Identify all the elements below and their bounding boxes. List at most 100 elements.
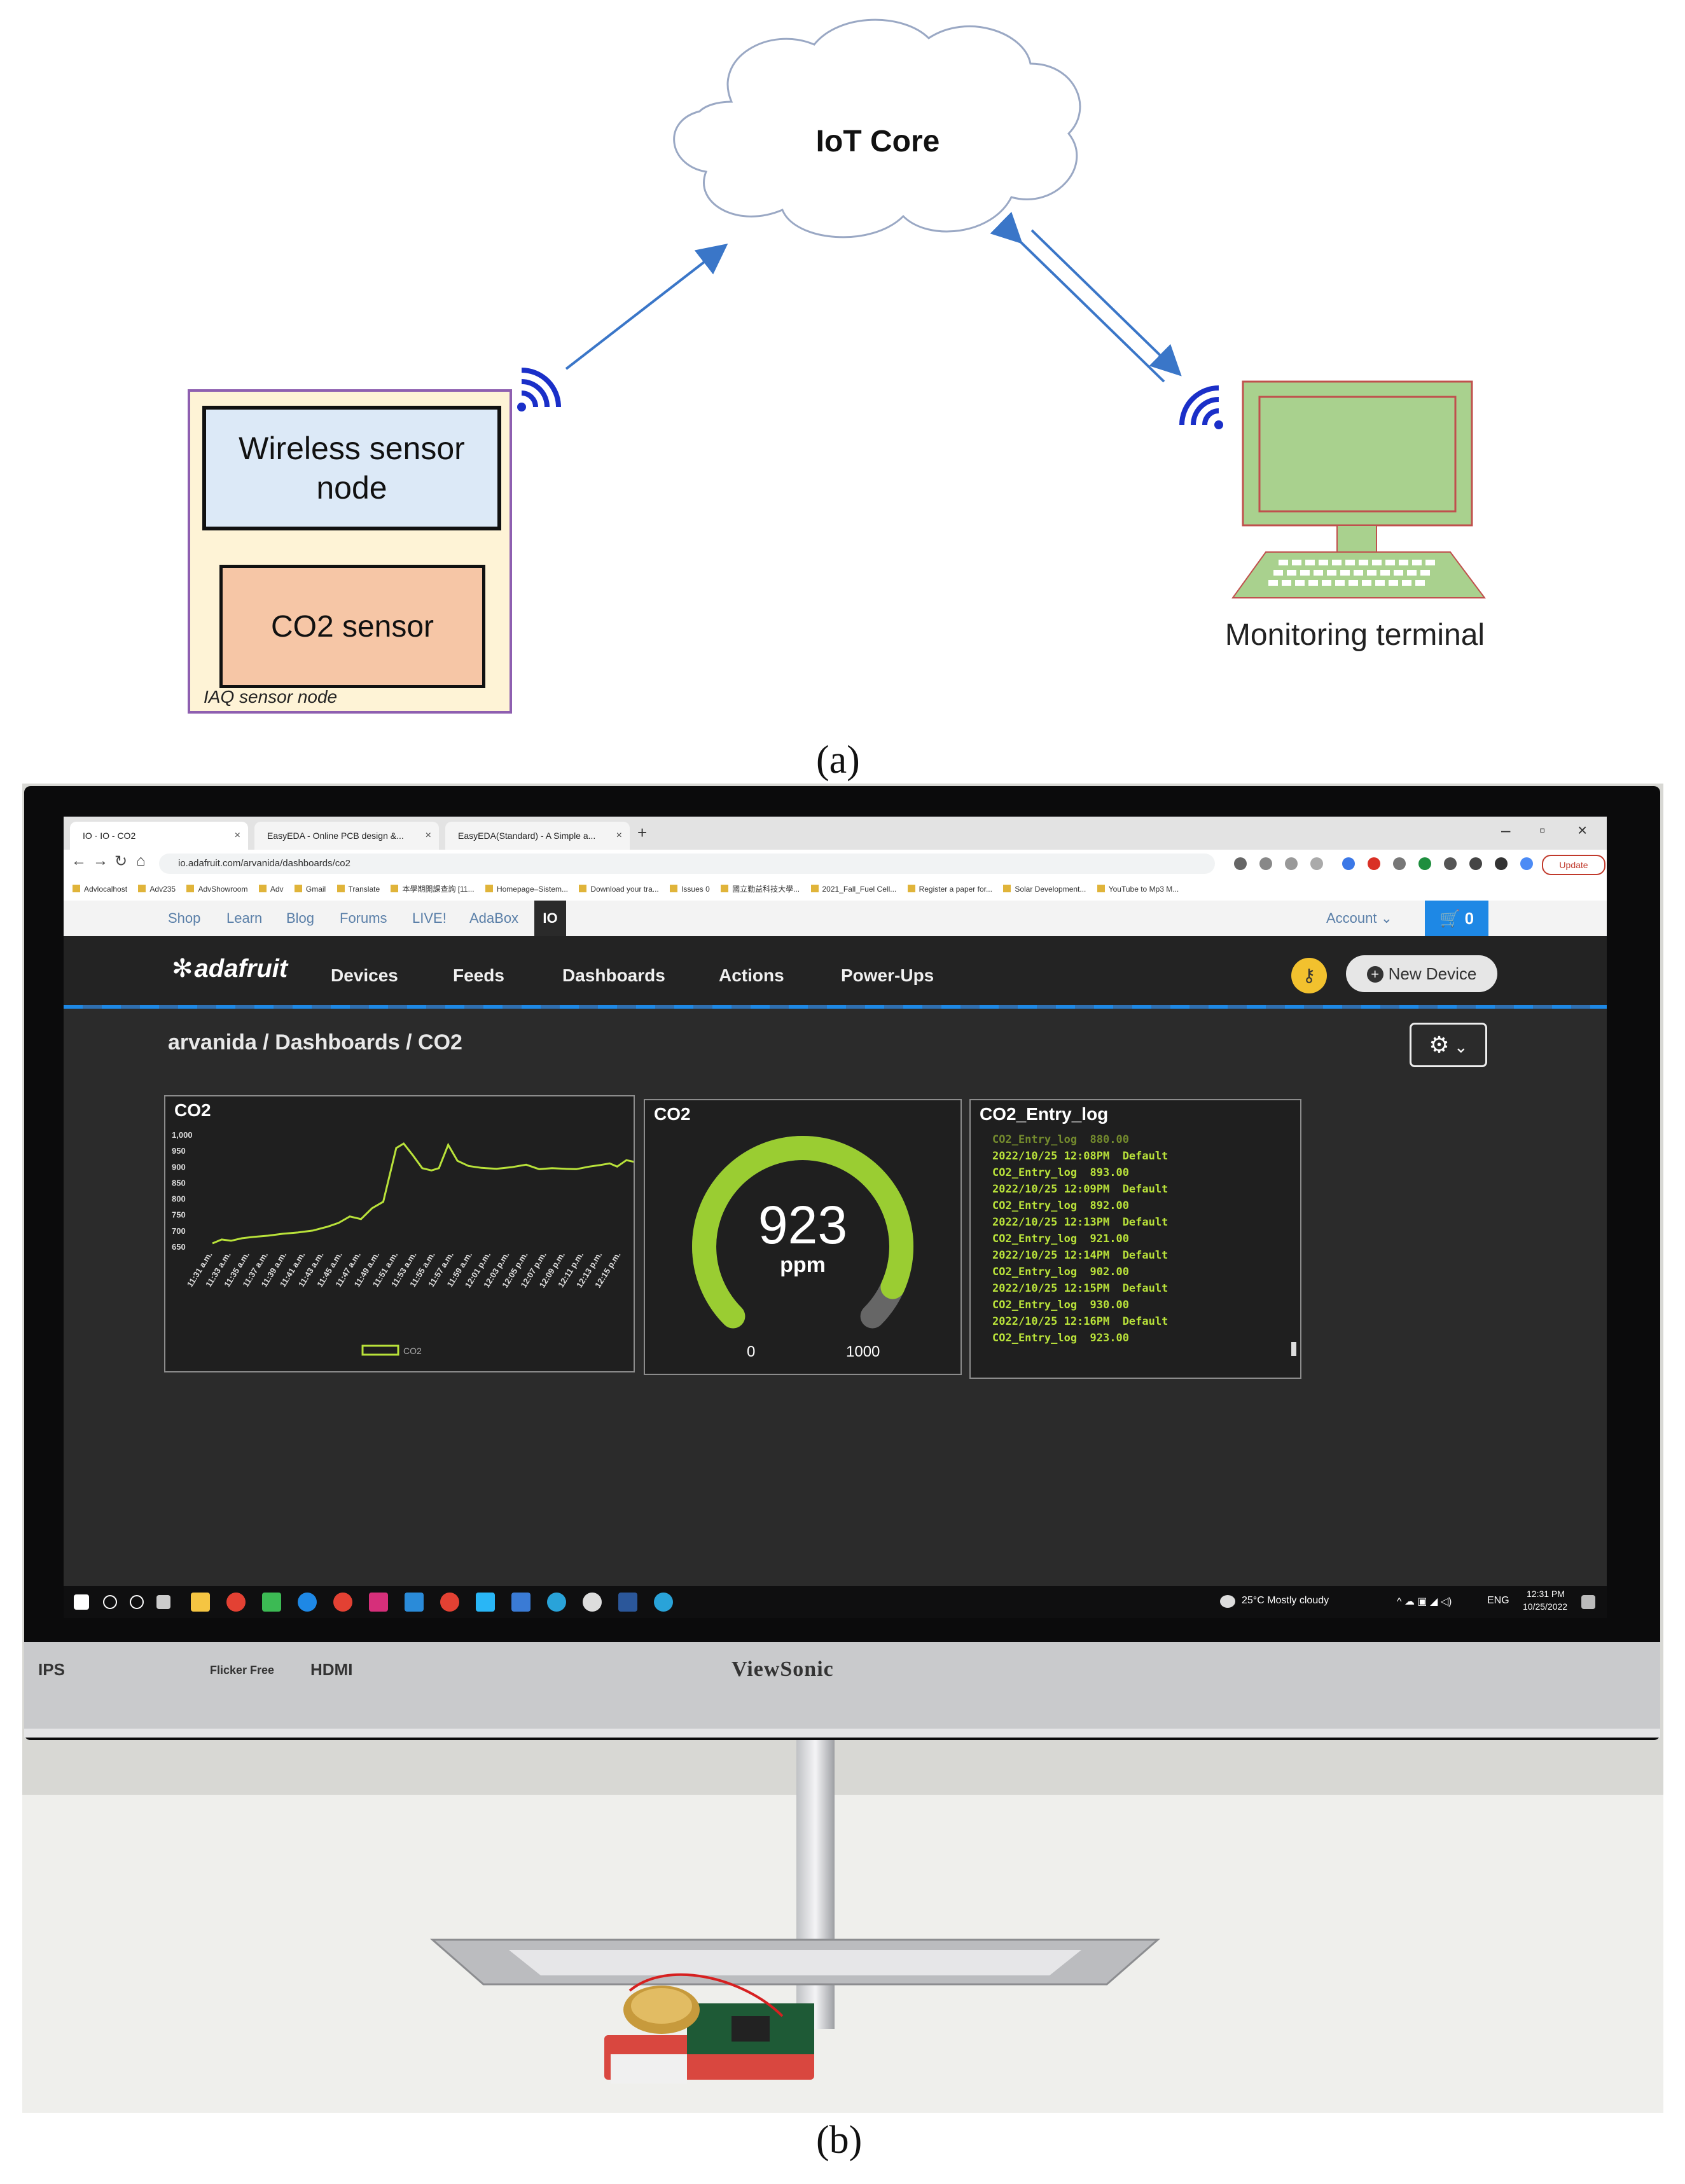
tab-easyeda-standard[interactable]: EasyEDA(Standard) - A Simple a... × [445,822,630,850]
log-scrollbar[interactable] [1291,1342,1296,1356]
app-icon[interactable] [511,1593,530,1612]
app-icon[interactable] [369,1593,388,1612]
bookmark-item[interactable]: Gmail [295,878,326,901]
cart-icon: 🛒 [1439,909,1460,928]
app-icon[interactable] [547,1593,566,1612]
notification-icon[interactable] [1581,1595,1595,1609]
bookmark-item[interactable]: YouTube to Mp3 M... [1097,878,1179,901]
bookmark-item[interactable]: 2021_Fall_Fuel Cell... [811,878,897,901]
sidepanel-icon[interactable] [1495,857,1508,870]
link-adabox[interactable]: AdaBox [469,910,519,926]
close-window-icon[interactable]: × [1578,820,1588,840]
extension-icon[interactable] [1418,857,1431,870]
extension-icon[interactable] [1393,857,1406,870]
bookmark-item[interactable]: Advlocalhost [73,878,127,901]
windows-start-icon[interactable] [74,1594,89,1610]
keyboard-key [1362,580,1371,586]
minimize-icon[interactable]: – [1501,820,1511,840]
taskbar-date[interactable]: 10/25/2022 [1523,1601,1568,1612]
maximize-icon[interactable]: ▫ [1539,820,1546,840]
app-icon[interactable] [583,1593,602,1612]
share-icon[interactable] [1285,857,1298,870]
zoom-icon[interactable] [1259,857,1272,870]
keyboard-key [1282,580,1291,586]
keyboard-key [1399,560,1408,565]
taskbar-time[interactable]: 12:31 PM [1527,1589,1565,1599]
chrome-icon[interactable] [440,1593,459,1612]
dashboard-settings-button[interactable]: ⚙ ⌄ [1410,1023,1487,1067]
close-icon[interactable]: × [616,830,622,841]
weather-icon[interactable] [1220,1595,1235,1608]
y-tick-label: 650 [172,1242,186,1252]
update-button[interactable]: Update [1542,855,1605,875]
new-tab-button[interactable]: + [637,823,648,842]
bookmark-item[interactable]: Homepage–Sistem... [485,878,568,901]
photos-icon[interactable] [405,1593,424,1612]
link-forums[interactable]: Forums [340,910,387,926]
bookmark-item[interactable]: 國立勤益科技大學... [721,878,800,901]
y-tick-label: 750 [172,1210,186,1220]
edge-icon[interactable] [298,1593,317,1612]
bookmark-item[interactable]: Issues 0 [670,878,710,901]
puzzle-icon[interactable] [1469,857,1482,870]
bookmark-item[interactable]: Download your tra... [579,878,658,901]
bezel-logo-hdmi: HDMI [310,1660,353,1679]
nav-power-ups[interactable]: Power-Ups [841,965,934,985]
link-io[interactable]: IO [534,901,566,936]
nav-dashboards[interactable]: Dashboards [562,965,665,985]
back-icon[interactable]: ← [71,852,87,869]
co2-sensor-box: CO2 sensor [219,565,485,688]
extension-icon[interactable] [1368,857,1380,870]
search-icon[interactable] [103,1595,117,1609]
chrome-icon[interactable] [226,1593,246,1612]
nav-actions[interactable]: Actions [719,965,784,985]
keyboard-key [1279,560,1288,565]
nav-feeds[interactable]: Feeds [453,965,504,985]
link-live[interactable]: LIVE! [412,910,447,926]
account-menu[interactable]: Account ⌄ [1326,910,1393,926]
tab-io-co2[interactable]: IO · IO - CO2 × [70,822,248,850]
tab-title: IO · IO - CO2 [83,831,136,841]
link-learn[interactable]: Learn [226,910,263,926]
tab-easyeda[interactable]: EasyEDA - Online PCB design &... × [254,822,439,850]
extension-icon[interactable] [1444,857,1457,870]
cortana-icon[interactable] [130,1595,144,1609]
google-lens-icon[interactable] [1234,857,1247,870]
bookmark-item[interactable]: Register a paper for... [908,878,992,901]
wireless-sensor-node-box: Wireless sensor node [202,406,501,530]
zoom-app-icon[interactable] [476,1593,495,1612]
app-icon[interactable] [654,1593,673,1612]
new-device-button[interactable]: +New Device [1346,955,1497,992]
link-shop[interactable]: Shop [168,910,201,926]
adafruit-logo[interactable]: ✻adafruit [172,954,288,983]
close-icon[interactable]: × [425,830,431,841]
bookmark-item[interactable]: AdvShowroom [186,878,247,901]
word-icon[interactable] [618,1593,637,1612]
profile-icon[interactable] [1520,857,1533,870]
extension-icon[interactable] [1342,857,1355,870]
chrome-icon[interactable] [333,1593,352,1612]
bookmark-star-icon[interactable] [1310,857,1323,870]
taskbar-language[interactable]: ENG [1487,1595,1509,1606]
reload-icon[interactable]: ↻ [114,853,128,870]
forward-icon[interactable]: → [93,852,108,869]
key-button[interactable]: ⚷ [1291,958,1327,993]
line-app-icon[interactable] [262,1593,281,1612]
keyboard-key [1402,580,1411,586]
nav-devices[interactable]: Devices [331,965,398,985]
url-input[interactable]: io.adafruit.com/arvanida/dashboards/co2 [159,854,1215,874]
task-view-icon[interactable] [156,1595,170,1609]
bookmark-item[interactable]: 本學期開課查詢 [11... [391,878,474,901]
bookmark-item[interactable]: Solar Development... [1003,878,1086,901]
system-tray-icons[interactable]: ^ ☁ ▣ ◢ ◁) [1397,1596,1452,1607]
link-blog[interactable]: Blog [286,910,315,926]
bookmark-item[interactable]: Adv235 [138,878,176,901]
bookmark-item[interactable]: Adv [259,878,284,901]
keyboard-key [1412,560,1422,565]
home-icon[interactable]: ⌂ [136,852,146,869]
file-explorer-icon[interactable] [191,1593,210,1612]
taskbar-weather[interactable]: 25°C Mostly cloudy [1242,1595,1329,1606]
cart-button[interactable]: 🛒 0 [1425,901,1488,936]
bookmark-item[interactable]: Translate [337,878,380,901]
close-icon[interactable]: × [234,830,240,841]
